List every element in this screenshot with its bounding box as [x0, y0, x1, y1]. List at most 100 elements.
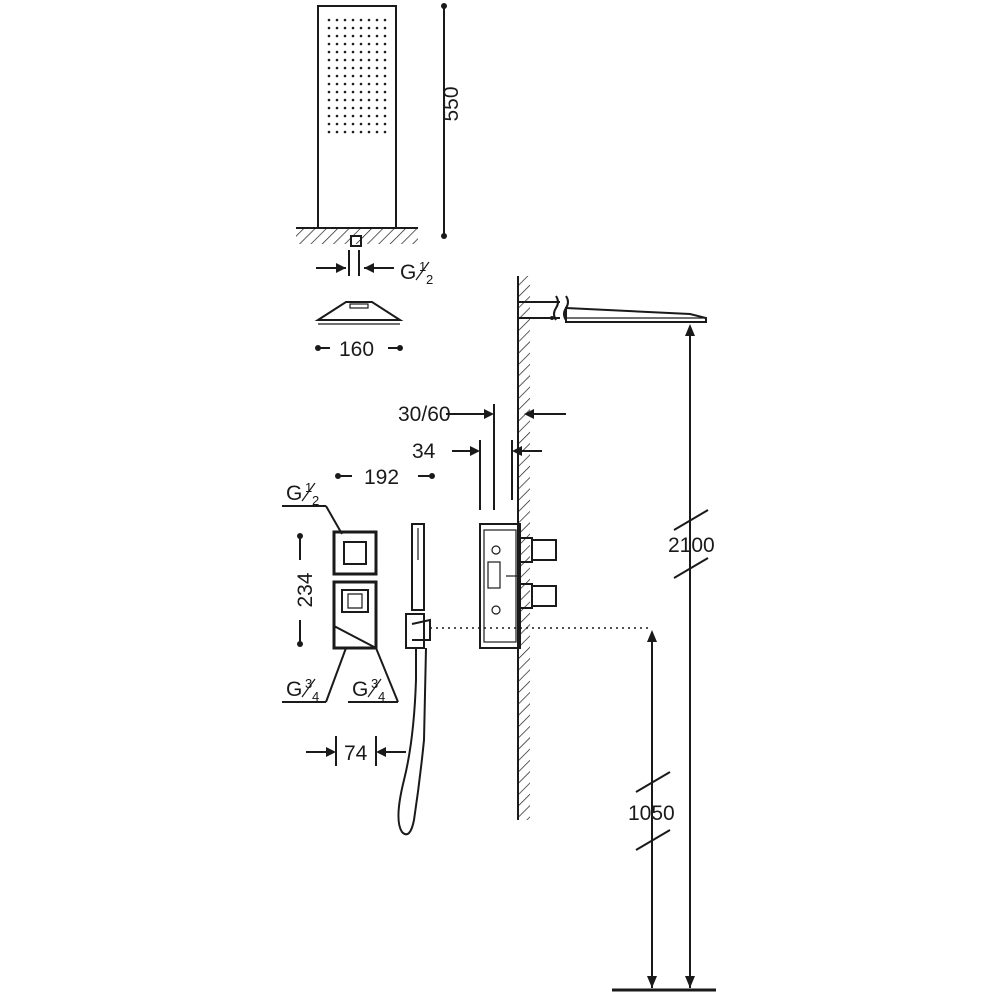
nozzle-dot: [351, 26, 355, 30]
connection-label-valve-outlet-right: G 3 4: [348, 647, 399, 704]
nozzle-dot: [375, 58, 379, 62]
nozzle-dot: [343, 82, 347, 86]
nozzle-dot: [327, 66, 331, 70]
nozzle-dot: [375, 106, 379, 110]
nozzle-dot: [327, 42, 331, 46]
dimension-550-label: 550: [440, 86, 463, 121]
nozzle-dot: [367, 106, 371, 110]
svg-text:74: 74: [344, 742, 368, 765]
nozzle-dot: [327, 74, 331, 78]
nozzle-dot: [327, 26, 331, 30]
nozzle-dot: [367, 122, 371, 126]
nozzle-dot: [359, 90, 363, 94]
valve-body-section: [479, 523, 557, 649]
nozzle-dot: [359, 74, 363, 78]
nozzle-dot: [335, 58, 339, 62]
nozzle-dot: [351, 18, 355, 22]
nozzle-dot: [327, 82, 331, 86]
nozzle-dot: [327, 34, 331, 38]
nozzle-dot: [367, 26, 371, 30]
nozzle-dot: [327, 18, 331, 22]
nozzle-dot: [359, 18, 363, 22]
svg-text:1050: 1050: [628, 802, 675, 825]
nozzle-dot: [343, 34, 347, 38]
nozzle-dot: [383, 82, 387, 86]
dimension-192: 192: [335, 466, 435, 489]
valve-faceplate-bottom: [332, 580, 378, 650]
wall-section: [517, 276, 530, 820]
nozzle-dot: [351, 50, 355, 54]
nozzle-dot: [343, 122, 347, 126]
svg-text:3: 3: [371, 676, 378, 691]
dimension-550: 550: [440, 3, 463, 239]
dimension-160: 160: [315, 338, 403, 361]
nozzle-dot: [335, 26, 339, 30]
svg-text:160: 160: [339, 338, 374, 361]
nozzle-dot: [343, 42, 347, 46]
nozzle-dot: [359, 114, 363, 118]
nozzle-dot: [359, 106, 363, 110]
nozzle-dot: [351, 58, 355, 62]
nozzle-dot: [327, 50, 331, 54]
nozzle-dot: [351, 90, 355, 94]
nozzle-dot: [359, 50, 363, 54]
nozzle-dot: [351, 114, 355, 118]
svg-text:1: 1: [305, 480, 312, 495]
nozzle-dot: [383, 114, 387, 118]
nozzle-dot: [327, 106, 331, 110]
nozzle-dot: [327, 98, 331, 102]
nozzle-dot: [383, 106, 387, 110]
nozzle-dot: [383, 50, 387, 54]
svg-text:4: 4: [378, 689, 385, 704]
nozzle-dot: [367, 114, 371, 118]
nozzle-dot: [367, 50, 371, 54]
nozzle-dot: [359, 122, 363, 126]
nozzle-dot: [367, 90, 371, 94]
nozzle-dot: [375, 74, 379, 78]
svg-text:34: 34: [412, 440, 436, 463]
nozzle-dot: [375, 42, 379, 46]
nozzle-dot: [367, 130, 371, 134]
nozzle-dot: [327, 90, 331, 94]
connection-label-top-panel: G 1 2: [316, 259, 433, 287]
svg-text:2: 2: [426, 272, 433, 287]
nozzle-dot: [343, 130, 347, 134]
nozzle-dot: [359, 34, 363, 38]
nozzle-dot: [343, 18, 347, 22]
nozzle-dot: [375, 90, 379, 94]
dimension-2100: 2100: [668, 324, 715, 988]
nozzle-dot: [335, 98, 339, 102]
connection-label-valve-outlet-left: G 3 4: [282, 647, 347, 704]
nozzle-dot: [343, 26, 347, 30]
svg-text:3: 3: [305, 676, 312, 691]
hand-shower: [397, 523, 431, 836]
nozzle-dot: [335, 18, 339, 22]
nozzle-dot: [375, 26, 379, 30]
nozzle-dot: [375, 82, 379, 86]
nozzle-dot: [351, 34, 355, 38]
nozzle-dot: [335, 66, 339, 70]
nozzle-dot: [351, 82, 355, 86]
nozzle-dot: [367, 98, 371, 102]
nozzle-dot: [375, 122, 379, 126]
connection-label-valve-top: G 1 2: [282, 480, 343, 535]
nozzle-dot: [383, 34, 387, 38]
nozzle-dot: [367, 74, 371, 78]
nozzle-dot: [383, 122, 387, 126]
nozzle-dot: [367, 82, 371, 86]
nozzle-dot: [383, 58, 387, 62]
valve-faceplate-top: [332, 530, 378, 576]
nozzle-dot: [375, 98, 379, 102]
dimension-34: 34: [412, 440, 542, 510]
nozzle-dot: [335, 106, 339, 110]
shower-panel-front-view: [296, 5, 418, 276]
rain-head-arm: [518, 295, 707, 323]
nozzle-dot: [335, 114, 339, 118]
nozzle-dot: [351, 130, 355, 134]
nozzle-dot: [327, 130, 331, 134]
nozzle-dot: [367, 42, 371, 46]
nozzle-dot: [375, 18, 379, 22]
nozzle-dot: [335, 50, 339, 54]
nozzle-dot: [383, 74, 387, 78]
nozzle-dot: [367, 18, 371, 22]
